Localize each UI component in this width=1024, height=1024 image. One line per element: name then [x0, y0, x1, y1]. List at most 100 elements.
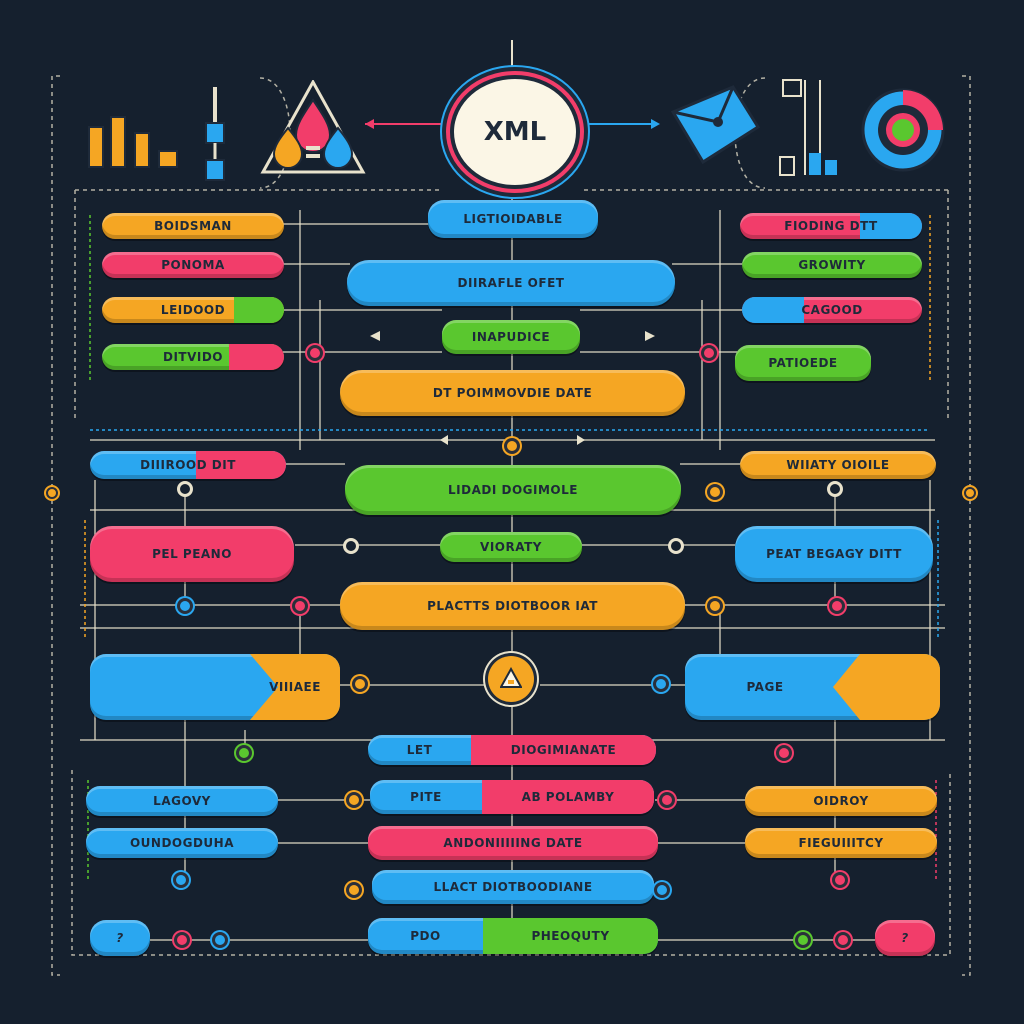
- bottom-right-pill-glyph: ?: [901, 931, 909, 945]
- middle-row1-center[interactable]: LIDADI DOGIMOLE: [345, 465, 681, 515]
- lower-center-item-4[interactable]: LLACT DIOTBOODIANE: [372, 870, 654, 904]
- middle-row1-left[interactable]: DIIIROOD DIT: [90, 451, 286, 479]
- lower-left-item-1[interactable]: LAGOVY: [86, 786, 278, 816]
- center-item-3[interactable]: INAPUDICE: [442, 320, 580, 354]
- node-a2[interactable]: [653, 676, 669, 692]
- node-m7[interactable]: [292, 598, 308, 614]
- node-side-left[interactable]: [46, 487, 58, 499]
- middle-row2-right[interactable]: PEAT BEGAGY DITT: [735, 526, 933, 582]
- center-item-2[interactable]: DIIRAFLE OFET: [347, 260, 675, 306]
- center-wide-bar[interactable]: PLACTTS DIOTBOOR IAT: [340, 582, 685, 630]
- center-item-1-label: LIGTIOIDABLE: [463, 212, 563, 226]
- right-upper-item-1-label: FIODING DTT: [784, 219, 878, 233]
- right-upper-item-3[interactable]: CAGOOD: [742, 297, 922, 323]
- left-upper-item-4[interactable]: DITVIDO: [102, 344, 284, 370]
- left-upper-item-1[interactable]: BOIDSMAN: [102, 213, 284, 239]
- node-m6[interactable]: [177, 598, 193, 614]
- node-u2[interactable]: [701, 345, 717, 361]
- node-m3[interactable]: [827, 481, 843, 497]
- lower-center-item-3[interactable]: ANDONIIIIING DATE: [368, 826, 658, 860]
- node-b1[interactable]: [174, 932, 190, 948]
- lower-center-item-1-label-a: LET: [406, 743, 433, 757]
- bottom-right-pill[interactable]: ?: [875, 920, 935, 956]
- xml-hub[interactable]: XML: [450, 75, 580, 189]
- lower-right-item-1[interactable]: OIDROY: [745, 786, 937, 816]
- arrow-left-block-label: VIIIAEE: [269, 680, 321, 694]
- center-item-4[interactable]: DT POIMMOVDIE DATE: [340, 370, 685, 416]
- node-b2[interactable]: [212, 932, 228, 948]
- right-upper-item-2[interactable]: GROWITY: [742, 252, 922, 278]
- lower-center-item-4-label: LLACT DIOTBOODIANE: [433, 880, 593, 894]
- right-upper-item-1[interactable]: FIODING DTT: [740, 213, 922, 239]
- left-upper-item-4-label: DITVIDO: [162, 350, 224, 364]
- middle-row2-center-label: VIORATY: [480, 540, 542, 554]
- right-upper-item-4-label: PATIOEDE: [768, 356, 838, 370]
- lower-center-item-5[interactable]: PDO PHEOQUTY: [368, 918, 658, 954]
- left-upper-item-1-label: BOIDSMAN: [154, 219, 232, 233]
- lower-center-item-5-label-b: PHEOQUTY: [531, 929, 610, 943]
- node-u3[interactable]: [504, 438, 520, 454]
- node-b4[interactable]: [835, 932, 851, 948]
- middle-row2-left[interactable]: PEL PEANO: [90, 526, 294, 582]
- lower-left-item-2-label: OUNDOGDUHA: [129, 836, 235, 850]
- right-upper-item-2-label: GROWITY: [798, 258, 866, 272]
- node-l7[interactable]: [654, 882, 670, 898]
- left-upper-item-4-accent: [229, 344, 284, 370]
- left-upper-item-3-accent: [234, 297, 284, 323]
- node-l4[interactable]: [659, 792, 675, 808]
- lower-center-item-5-label-a: PDO: [410, 929, 441, 943]
- node-l2[interactable]: [776, 745, 792, 761]
- node-m2[interactable]: [707, 484, 723, 500]
- node-a1[interactable]: [352, 676, 368, 692]
- node-l8[interactable]: [832, 872, 848, 888]
- middle-row1-left-label: DIIIROOD DIT: [140, 458, 236, 472]
- right-upper-item-4[interactable]: PATIOEDE: [735, 345, 871, 381]
- lower-right-item-1-label: OIDROY: [813, 794, 869, 808]
- bar-chart-icon: [88, 116, 178, 168]
- middle-row1-left-accent: [196, 451, 286, 479]
- server-icon: [779, 79, 837, 176]
- center-wide-bar-label: PLACTTS DIOTBOOR IAT: [427, 599, 598, 613]
- middle-row2-center[interactable]: VIORATY: [440, 532, 582, 562]
- target-icon: [861, 88, 945, 172]
- lower-center-item-3-label: ANDONIIIIING DATE: [443, 836, 583, 850]
- warning-badge[interactable]: [488, 656, 534, 702]
- lower-center-item-2[interactable]: PITE AB POLAMBY: [370, 780, 654, 814]
- bottom-left-pill-glyph: ?: [116, 931, 124, 945]
- node-m8[interactable]: [707, 598, 723, 614]
- node-side-right[interactable]: [964, 487, 976, 499]
- arrow-right-block[interactable]: PAGE: [685, 654, 940, 720]
- arrow-left-block[interactable]: VIIIAEE: [90, 654, 340, 720]
- center-item-3-label: INAPUDICE: [471, 330, 551, 344]
- xml-hub-label: XML: [483, 117, 547, 147]
- node-m5[interactable]: [668, 538, 684, 554]
- right-upper-item-3-accent: [742, 297, 804, 323]
- lower-right-item-2[interactable]: FIEGUIIITCY: [745, 828, 937, 858]
- lower-left-item-1-label: LAGOVY: [153, 794, 211, 808]
- node-b3[interactable]: [795, 932, 811, 948]
- lower-center-item-1[interactable]: LET DIOGIMIANATE: [368, 735, 656, 765]
- warning-icon: [500, 667, 522, 688]
- middle-row1-center-label: LIDADI DOGIMOLE: [448, 483, 578, 497]
- node-l5[interactable]: [173, 872, 189, 888]
- left-upper-item-3[interactable]: LEIDOOD: [102, 297, 284, 323]
- node-l6[interactable]: [346, 882, 362, 898]
- middle-row1-right-label: WIIATY OIOILE: [786, 458, 890, 472]
- middle-row1-right[interactable]: WIIATY OIOILE: [740, 451, 936, 479]
- node-l1[interactable]: [236, 745, 252, 761]
- middle-row2-left-label: PEL PEANO: [152, 547, 232, 561]
- arrow-right-block-label: PAGE: [746, 680, 784, 694]
- center-item-1[interactable]: LIGTIOIDABLE: [428, 200, 598, 238]
- node-m9[interactable]: [829, 598, 845, 614]
- droplets-icon: [260, 80, 366, 174]
- node-l3[interactable]: [346, 792, 362, 808]
- envelope-icon: [670, 85, 761, 165]
- node-u1[interactable]: [307, 345, 323, 361]
- center-item-4-label: DT POIMMOVDIE DATE: [432, 386, 593, 400]
- lower-left-item-2[interactable]: OUNDOGDUHA: [86, 828, 278, 858]
- bottom-left-pill[interactable]: ?: [90, 920, 150, 956]
- node-m1[interactable]: [177, 481, 193, 497]
- left-upper-item-2[interactable]: PONOMA: [102, 252, 284, 278]
- node-m4[interactable]: [343, 538, 359, 554]
